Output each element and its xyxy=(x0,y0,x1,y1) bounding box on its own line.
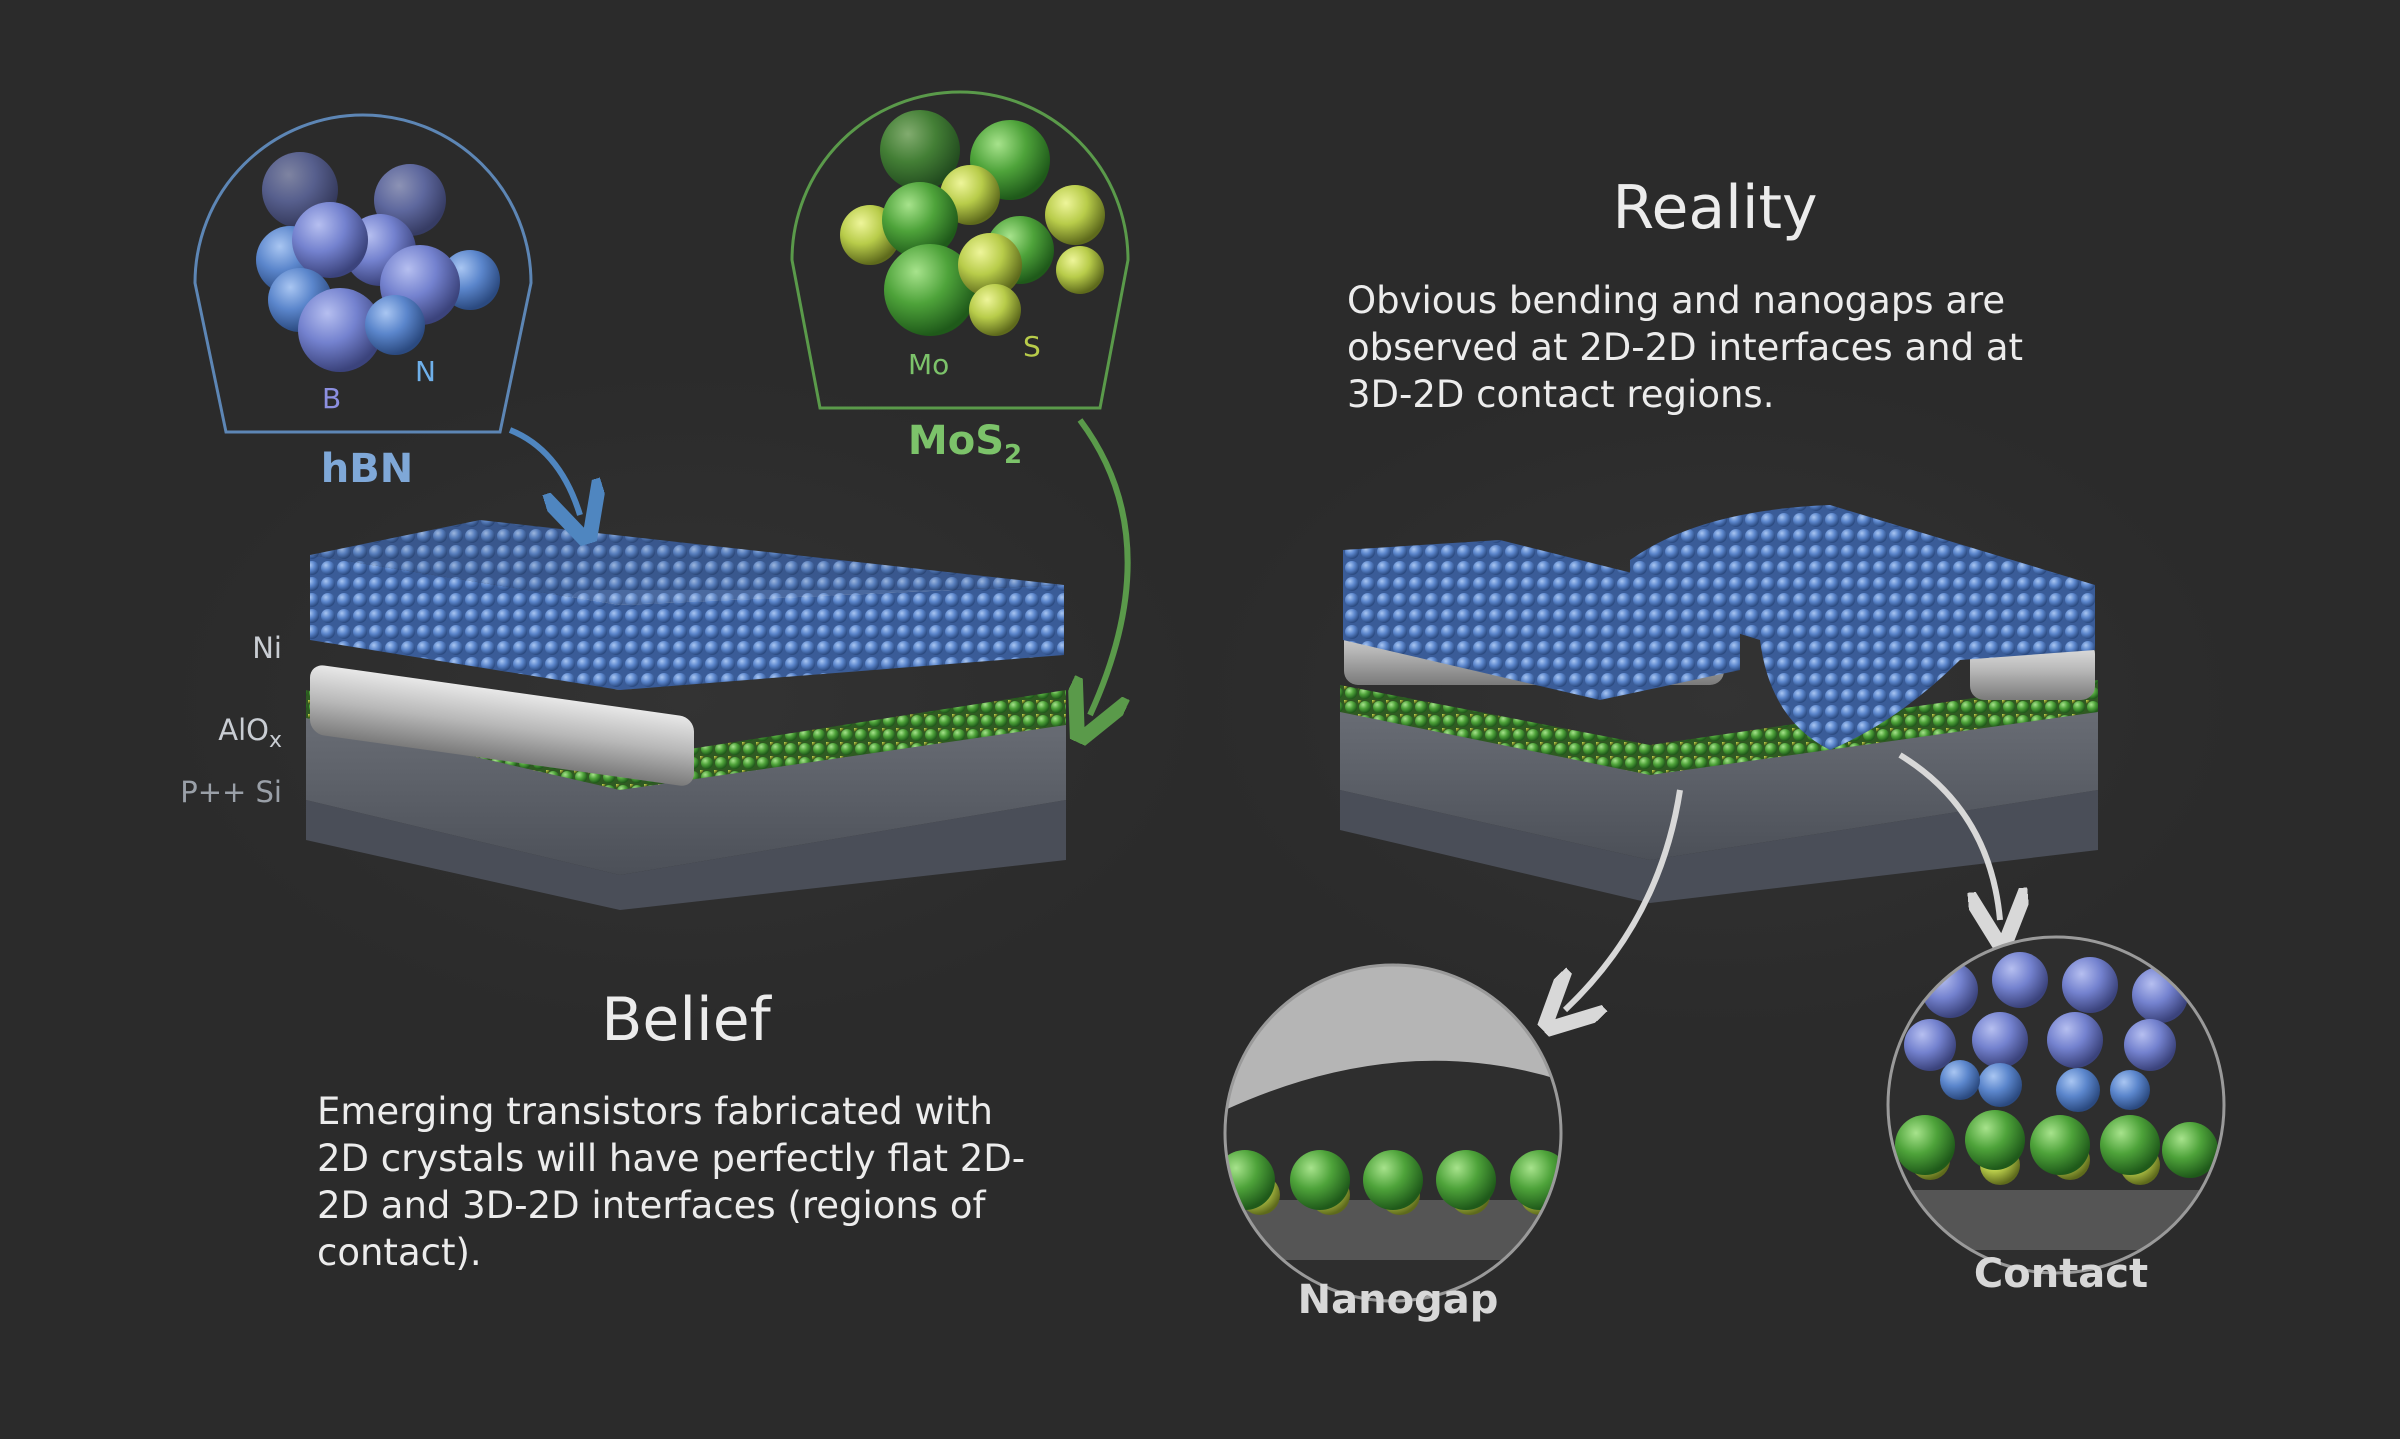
belief-text: Emerging transistors fabricated with 2D … xyxy=(317,1090,1026,1274)
nitrogen-label: N xyxy=(415,355,436,388)
mos2-label-sub: 2 xyxy=(1004,440,1023,470)
reality-title: Reality xyxy=(1612,173,1818,243)
mos2-inset xyxy=(790,90,1131,715)
contact-label: Contact xyxy=(1973,1251,2149,1297)
reality-text: Obvious bending and nanogaps are observe… xyxy=(1347,279,2024,416)
ni-label: Ni xyxy=(252,631,282,665)
hbn-inset xyxy=(193,113,580,515)
reality-device xyxy=(1340,505,2098,903)
alox-label: AlOx xyxy=(142,713,282,753)
ni-electrode-left xyxy=(310,665,694,786)
molybdenum-label: Mo xyxy=(908,348,950,381)
right-glow xyxy=(1200,370,2240,1030)
nanogap-inset xyxy=(1223,789,1683,1303)
alox-layer xyxy=(306,712,1066,875)
sulfur-label: S xyxy=(1023,330,1041,363)
si-substrate xyxy=(306,800,1066,910)
nanogap-label: Nanogap xyxy=(1297,1277,1499,1323)
belief-title: Belief xyxy=(601,985,771,1055)
mos2-label: MoS2 xyxy=(908,418,1022,470)
boron-label: B xyxy=(322,382,342,415)
contact-inset xyxy=(1886,752,2226,1275)
hbn-layer xyxy=(310,555,1064,690)
alox-sub: x xyxy=(268,727,282,753)
mos2-label-main: MoS xyxy=(907,418,1004,464)
belief-device xyxy=(306,520,1066,910)
hbn-label: hBN xyxy=(320,446,414,492)
alox-main: AlO xyxy=(218,713,269,747)
si-label: P++ Si xyxy=(180,775,282,809)
